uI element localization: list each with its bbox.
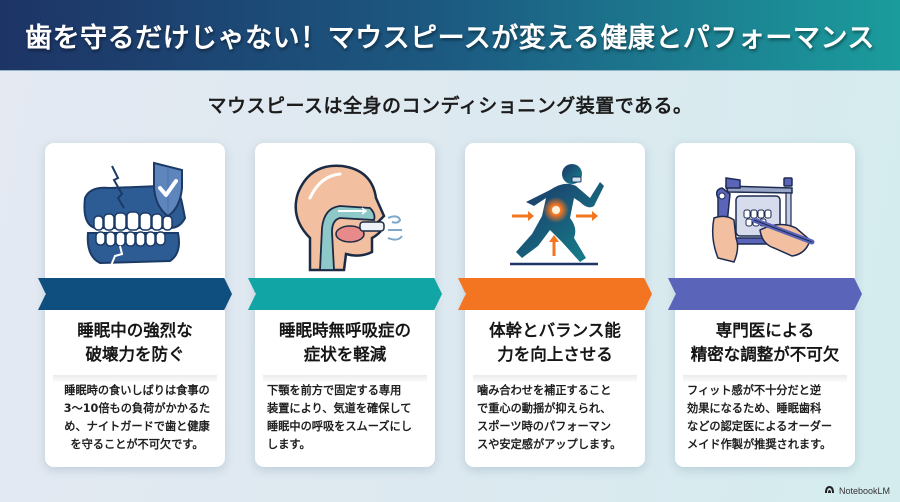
dental-articulator-adjust-icon [675, 153, 855, 278]
card-description: 噛み合わせを補正すること で重心の動揺が抑えられ、 スポーツ時のパフォーマン ス… [477, 384, 622, 451]
ribbon-banner [248, 278, 442, 310]
footer-label: NotebookLM [838, 485, 890, 496]
card-description: フィット感が不十分だと逆 効果になるため、睡眠歯科 などの認定医によるオーダー … [687, 384, 833, 451]
running-athlete-core-icon [465, 153, 645, 278]
ribbon-banner [38, 278, 232, 310]
card-specialist-adjustment: 専門医による 精密な調整が不可欠 フィット感が不十分だと逆 効果になるため、睡眠… [668, 143, 862, 467]
cracked-teeth-shield-icon [45, 153, 225, 278]
card-title: 睡眠時無呼吸症の 症状を軽減 [279, 321, 411, 364]
card-description: 下顎を前方で固定する専用 装置により、気道を確保して 睡眠中の呼吸をスムーズにし… [267, 384, 412, 451]
divider [263, 375, 427, 383]
subtitle: マウスピースは全身のコンディショニング装置である。 [207, 95, 693, 117]
card-core-balance: 体幹とバランス能 力を向上させる 噛み合わせを補正すること で重心の動揺が抑えら… [458, 143, 652, 467]
divider [683, 375, 847, 383]
notebooklm-logo-icon [824, 485, 835, 496]
ribbon-banner [668, 278, 862, 310]
card-title: 体幹とバランス能 力を向上させる [489, 321, 621, 364]
ribbon-banner [458, 278, 652, 310]
header-banner: 歯を守るだけじゃない！マウスピースが変える健康とパフォーマンス [0, 0, 900, 71]
card-title: 専門医による 精密な調整が不可欠 [690, 321, 840, 364]
card-sleep-apnea: 睡眠時無呼吸症の 症状を軽減 下顎を前方で固定する専用 装置により、気道を確保し… [248, 143, 442, 467]
footer-brand: NotebookLM [824, 485, 890, 496]
divider [53, 375, 217, 383]
divider [473, 375, 637, 383]
airway-head-icon [255, 153, 435, 278]
page-title: 歯を守るだけじゃない！マウスピースが変える健康とパフォーマンス [25, 22, 875, 54]
card-description: 睡眠時の食いしばりは食事の 3〜10倍もの負荷がかかるた め、ナイトガードで歯と… [63, 384, 211, 451]
card-title: 睡眠中の強烈な 破壊力を防ぐ [77, 321, 193, 364]
card-grinding-protection: 睡眠中の強烈な 破壊力を防ぐ 睡眠時の食いしばりは食事の 3〜10倍もの負荷がか… [38, 143, 232, 467]
